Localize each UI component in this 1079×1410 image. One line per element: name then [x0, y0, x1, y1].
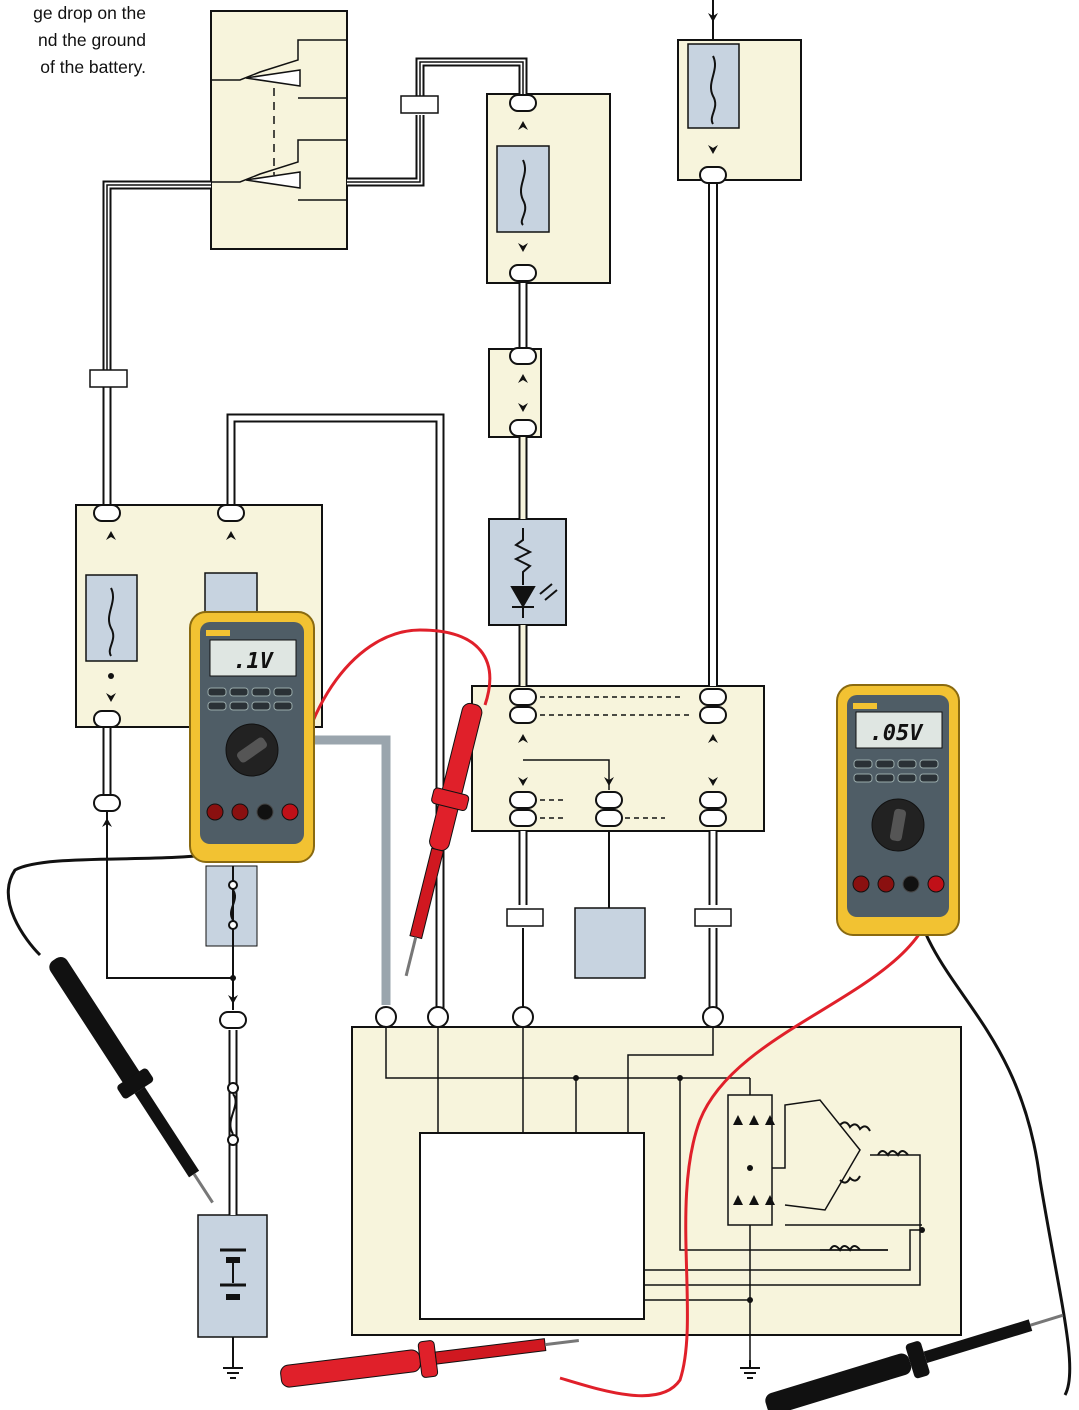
caption-line: of the battery.	[40, 57, 146, 77]
black-probe-right	[765, 1313, 1064, 1410]
wire	[102, 0, 718, 1360]
lcd-display	[209, 639, 297, 677]
sensor-box	[574, 907, 646, 979]
diode-bridge-icon	[733, 1115, 775, 1205]
plug-connector	[89, 369, 128, 388]
fusible-link-icon	[227, 880, 239, 1146]
voltage-regulator	[419, 1132, 645, 1320]
multimeter-left: .1V	[189, 611, 315, 863]
alternator-wiring	[385, 1027, 922, 1360]
caption-line: nd the ground	[37, 30, 146, 50]
black-lead-right	[910, 889, 1072, 1396]
caption-line: ge drop on the	[33, 3, 146, 23]
junction-dots	[108, 673, 925, 1303]
red-lead-right	[559, 889, 937, 1398]
black-probe-left	[49, 956, 214, 1204]
red-probe-upper	[404, 702, 483, 977]
stator-coil-icon	[829, 1121, 909, 1252]
multimeter-right: .05V	[836, 684, 960, 936]
fuse-box-lower	[205, 865, 258, 947]
junction-wiring	[523, 696, 690, 819]
fuse-icon	[496, 145, 550, 233]
alternator-terminals	[375, 1006, 724, 1028]
meter-reading: .05V	[870, 721, 925, 746]
plug-connector	[694, 908, 732, 927]
fuse-icon	[687, 43, 740, 129]
input-jacks	[852, 875, 945, 893]
led-resistor-icon	[510, 528, 558, 618]
plug-connector	[400, 95, 439, 114]
lcd-display	[855, 711, 943, 749]
warning-lamp-module	[488, 518, 567, 626]
ground-icon	[739, 1359, 761, 1379]
caption-text: ge drop on the nd the ground of the batt…	[0, 0, 146, 81]
fuse-icon	[85, 574, 138, 662]
input-jacks	[206, 803, 299, 821]
ground-icon	[222, 1359, 244, 1379]
switch-contacts	[211, 39, 347, 201]
battery-icon	[220, 1248, 246, 1300]
plug-connector	[506, 908, 544, 927]
switch-panel	[210, 10, 348, 250]
red-probe-lower	[280, 1338, 579, 1388]
meter-reading: .1V	[233, 649, 274, 674]
